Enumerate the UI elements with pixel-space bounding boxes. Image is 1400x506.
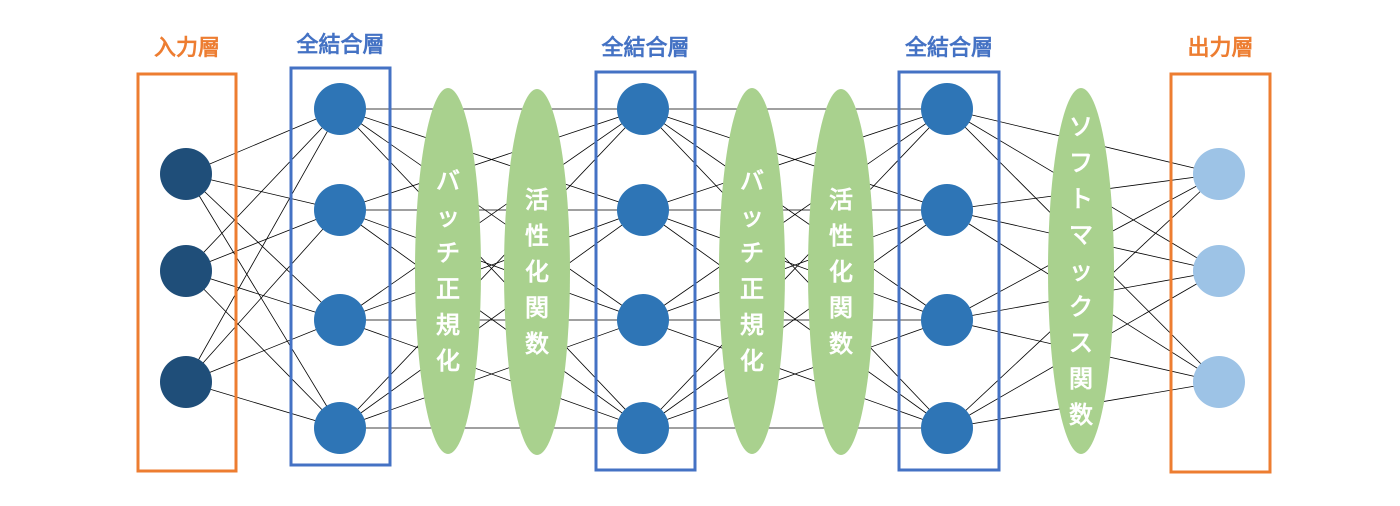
operation-label-char: 性 [525, 222, 549, 250]
operation-label-char: 活 [829, 186, 853, 214]
connection-edge [185, 319, 341, 383]
layer-title: 入力層 [154, 36, 220, 61]
connection-edge [185, 381, 341, 429]
operation-label-char: 化 [829, 258, 853, 286]
output-node [1193, 148, 1245, 200]
hidden-node [921, 402, 973, 454]
neuron-nodes [160, 83, 1245, 454]
connection-edge [185, 108, 341, 383]
connection-edge [185, 108, 341, 175]
operation-label-char: 性 [829, 222, 853, 250]
operation-label-char: 関 [1069, 365, 1093, 393]
operation-label-char: ッ [740, 203, 764, 231]
layer-frame-hidden [594, 70, 697, 472]
operation-label-char: 化 [436, 347, 460, 375]
connection-edge [185, 173, 341, 321]
hidden-node [314, 83, 366, 135]
operation-label-char: 規 [740, 311, 764, 339]
hidden-node [617, 184, 669, 236]
layer-frame-input [136, 72, 238, 473]
operation-label-char: チ [740, 239, 764, 267]
operation-label-char: マ [1069, 221, 1093, 249]
output-node [1193, 356, 1245, 408]
operation-label-char: バ [740, 167, 764, 195]
input-node [160, 148, 212, 200]
operation-ellipses [415, 88, 1114, 455]
hidden-node [617, 83, 669, 135]
operation-label-char: 関 [525, 294, 549, 322]
layer-title: 出力層 [1187, 36, 1253, 61]
operation-label-char: 数 [1069, 401, 1094, 429]
layer-title: 全結合層 [295, 32, 384, 58]
operation-label-char: ソ [1069, 113, 1093, 141]
hidden-node [314, 402, 366, 454]
layer-frame-hidden [897, 70, 1001, 472]
layer-frames [136, 66, 1272, 474]
operation-label-char: 数 [525, 330, 550, 358]
output-node [1193, 245, 1245, 297]
connection-edge [185, 173, 341, 429]
hidden-node [314, 294, 366, 346]
connection-edge [185, 270, 341, 429]
operation-label-char: 正 [436, 275, 460, 303]
hidden-node [921, 294, 973, 346]
operation-ellipse [504, 89, 570, 455]
operation-label-char: ス [1069, 329, 1093, 357]
operation-label-char: 正 [740, 275, 764, 303]
operation-label-char: ク [1069, 293, 1093, 321]
connection-edges [185, 108, 1220, 429]
connection-edge [185, 108, 341, 272]
operation-label-char: 化 [525, 258, 549, 286]
connection-edge [185, 209, 341, 383]
operation-label-char: チ [436, 239, 460, 267]
operation-label-char: ト [1069, 185, 1093, 213]
operation-ellipse [415, 88, 481, 454]
hidden-node [617, 402, 669, 454]
layer-title: 全結合層 [904, 35, 993, 61]
operation-label-char: 化 [740, 347, 764, 375]
hidden-node [314, 184, 366, 236]
operation-ellipse [719, 88, 785, 454]
operation-label-char: ッ [436, 203, 460, 231]
input-node [160, 245, 212, 297]
hidden-node [921, 83, 973, 135]
hidden-node [921, 184, 973, 236]
operation-label-char: 規 [436, 311, 460, 339]
operation-ellipse [1048, 88, 1114, 454]
operation-label-char: ッ [1069, 257, 1093, 285]
hidden-node [617, 294, 669, 346]
layer-frame-output [1169, 72, 1272, 474]
input-node [160, 356, 212, 408]
connection-edge [185, 209, 341, 272]
operation-label-char: バ [436, 167, 460, 195]
layer-titles: 入力層 全結合層 全結合層 全結合層 出力層 [154, 32, 1254, 61]
connection-edge [185, 173, 341, 211]
operation-ellipse [808, 89, 874, 455]
operation-label-char: 数 [829, 330, 854, 358]
layer-title: 全結合層 [600, 35, 689, 61]
operation-label-char: 関 [829, 294, 853, 322]
operation-label-char: 活 [525, 186, 549, 214]
layer-frame-hidden [289, 66, 392, 467]
operation-label-char: フ [1069, 149, 1093, 177]
